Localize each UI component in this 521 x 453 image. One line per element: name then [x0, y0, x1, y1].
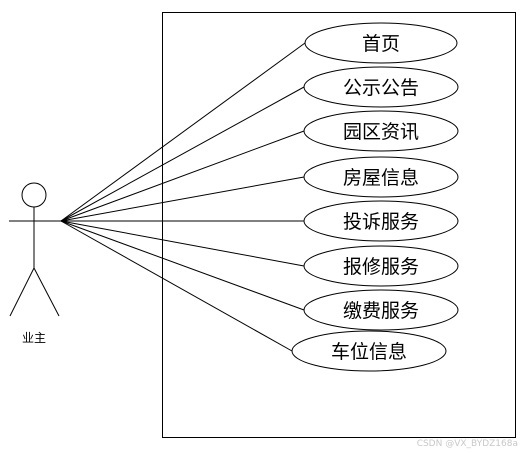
association-line: [60, 220, 305, 311]
use-case-ellipse: [303, 66, 459, 108]
association-line: [60, 130, 305, 222]
actor-left-leg: [9, 267, 35, 317]
use-case-ellipse: [303, 200, 459, 242]
use-case-label: 缴费服务: [343, 300, 419, 322]
actor-figure: [9, 182, 61, 317]
use-case-label: 房屋信息: [343, 167, 419, 189]
use-case-label: 园区资讯: [343, 121, 419, 143]
use-case-ellipse: [303, 245, 459, 287]
association-line: [60, 86, 305, 222]
use-case: 投诉服务: [303, 200, 459, 242]
use-case: 公示公告: [303, 66, 459, 108]
use-case-label: 投诉服务: [343, 211, 419, 233]
association-line: [60, 220, 293, 352]
use-case-ellipse: [303, 156, 459, 198]
use-case: 缴费服务: [303, 289, 459, 331]
actor-label: 业主: [22, 331, 46, 345]
watermark: CSDN @VX_BYDZ168a: [417, 439, 518, 449]
association-lines: [60, 42, 306, 352]
association-line: [60, 176, 305, 222]
system-boundary: [162, 12, 516, 438]
association-line: [60, 42, 306, 222]
use-case: 车位信息: [291, 330, 447, 372]
use-case: 园区资讯: [303, 110, 459, 152]
actor-right-leg: [33, 267, 60, 317]
use-case: 房屋信息: [303, 156, 459, 198]
use-case-label: 车位信息: [331, 341, 407, 363]
use-case-label: 报修服务: [343, 256, 419, 278]
use-case: 报修服务: [303, 245, 459, 287]
use-case-label: 首页: [362, 33, 400, 55]
use-case-ellipse: [291, 330, 447, 372]
use-case-ellipse: [303, 110, 459, 152]
use-case-ellipse: [303, 289, 459, 331]
use-case-ellipse: [304, 22, 458, 64]
actor-head: [21, 182, 47, 208]
association-line: [60, 220, 305, 267]
use-case: 首页: [304, 22, 458, 64]
use-case-label: 公示公告: [343, 77, 419, 99]
